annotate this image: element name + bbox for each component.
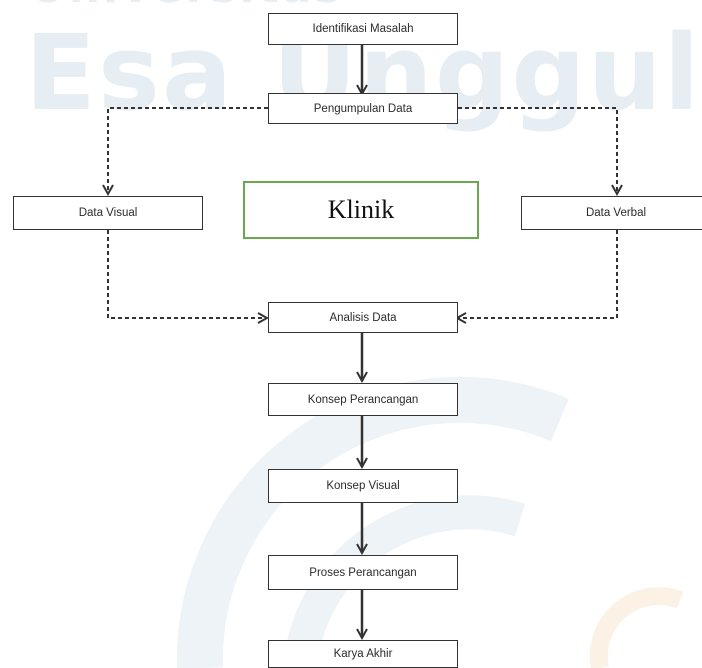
- watermark-university-text: Universitas: [30, 0, 344, 13]
- node-konsep-visual: Konsep Visual: [268, 469, 458, 503]
- node-klinik-highlight: Klinik: [243, 181, 479, 239]
- node-data-visual: Data Visual: [13, 196, 203, 230]
- node-data-verbal: Data Verbal: [521, 196, 702, 230]
- node-identifikasi-masalah: Identifikasi Masalah: [268, 13, 458, 45]
- node-proses-perancangan: Proses Perancangan: [268, 555, 458, 590]
- arrow-visual-to-analisis: [107, 230, 267, 318]
- arrow-pengumpulan-to-visual: [108, 107, 268, 194]
- node-konsep-perancangan: Konsep Perancangan: [268, 383, 458, 416]
- node-pengumpulan-data: Pengumpulan Data: [268, 93, 458, 124]
- node-analisis-data: Analisis Data: [268, 302, 458, 333]
- arrow-verbal-to-analisis: [457, 230, 618, 318]
- node-karya-akhir: Karya Akhir: [268, 640, 458, 668]
- arrow-pengumpulan-to-verbal: [458, 107, 617, 194]
